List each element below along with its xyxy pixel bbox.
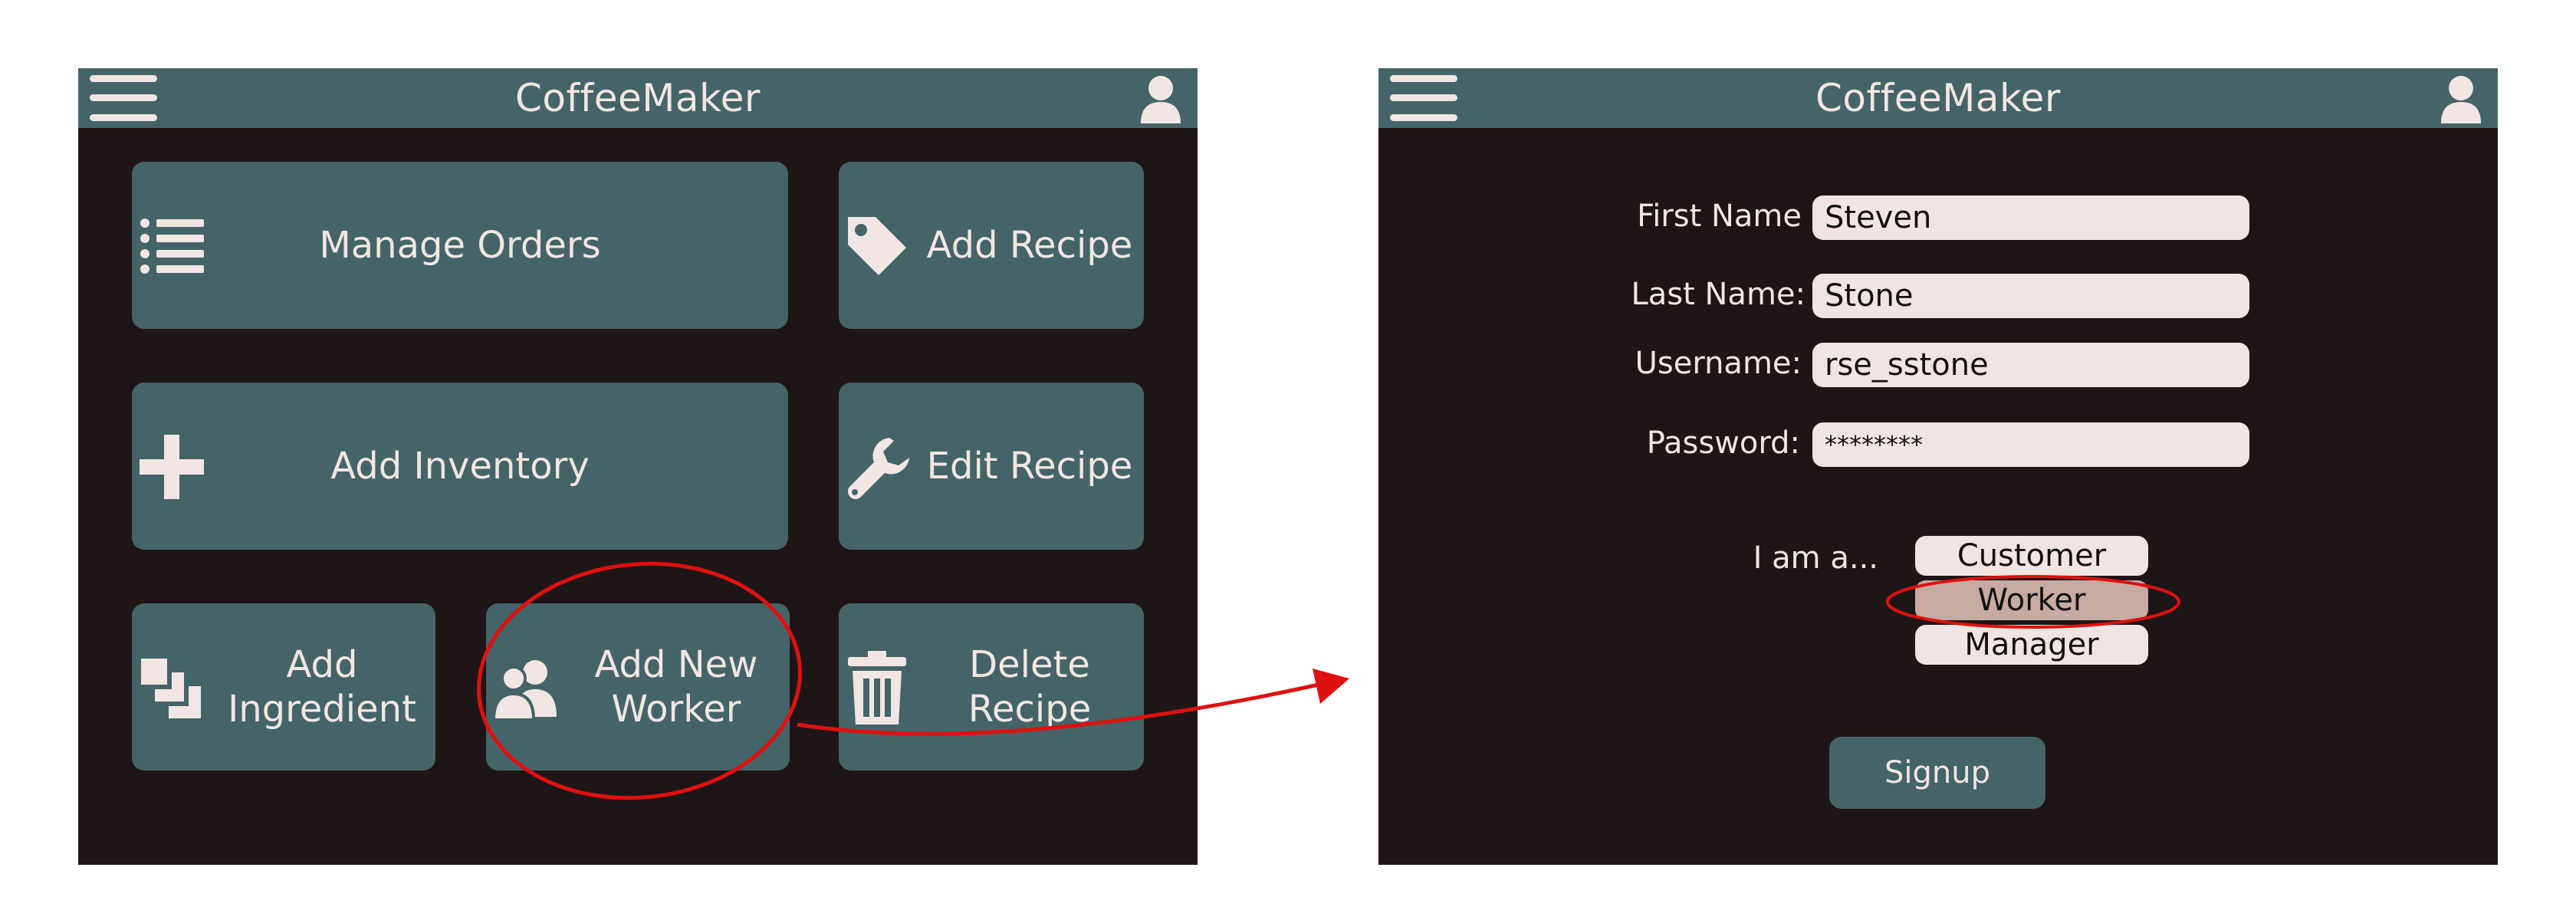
menu-icon[interactable] (1390, 75, 1457, 121)
add-new-worker-label: Add New Worker (594, 643, 758, 731)
wrench-icon (848, 438, 909, 499)
delete-recipe-label: Delete Recipe (968, 643, 1092, 731)
add-ingredient-button[interactable]: Add Ingredient (132, 603, 435, 770)
user-icon[interactable] (1138, 74, 1184, 123)
first-name-label: First Name (1637, 199, 1802, 234)
role-option-customer[interactable]: Customer (1915, 536, 2148, 576)
layers-icon (141, 659, 201, 718)
username-field[interactable] (1812, 343, 2249, 387)
edit-recipe-label: Edit Recipe (926, 445, 1133, 488)
password-label: Password: (1646, 426, 1800, 461)
manage-orders-button[interactable]: Manage Orders (132, 162, 788, 329)
app-title: CoffeeMaker (1815, 76, 2061, 120)
manage-orders-label: Manage Orders (319, 224, 601, 267)
edit-recipe-button[interactable]: Edit Recipe (839, 383, 1144, 550)
trash-icon (848, 651, 906, 724)
password-field[interactable] (1812, 422, 2249, 467)
top-app-bar: CoffeeMaker (78, 68, 1198, 128)
last-name-label: Last Name: (1631, 277, 1806, 312)
add-recipe-label: Add Recipe (926, 224, 1133, 267)
username-label: Username: (1635, 346, 1802, 381)
menu-icon[interactable] (90, 75, 157, 121)
role-option-worker[interactable]: Worker (1915, 580, 2148, 620)
last-name-field[interactable] (1812, 274, 2249, 318)
users-icon (492, 660, 557, 721)
arrowhead-icon (1313, 669, 1349, 704)
plus-icon (140, 435, 204, 499)
add-inventory-button[interactable]: Add Inventory (132, 383, 788, 550)
app-title: CoffeeMaker (514, 76, 761, 120)
signup-screen: CoffeeMaker First Name Last Name: Userna… (1378, 68, 2498, 865)
signup-button[interactable]: Signup (1829, 737, 2045, 809)
delete-recipe-button[interactable]: Delete Recipe (839, 603, 1144, 770)
add-new-worker-button[interactable]: Add New Worker (486, 603, 790, 770)
home-screen: CoffeeMaker Manage Orders Add Recipe (78, 68, 1198, 865)
list-icon (140, 219, 204, 274)
first-name-field[interactable] (1812, 196, 2249, 240)
role-label: I am a... (1753, 540, 1878, 576)
top-app-bar: CoffeeMaker (1378, 68, 2498, 128)
add-recipe-button[interactable]: Add Recipe (839, 162, 1144, 329)
role-option-manager[interactable]: Manager (1915, 625, 2148, 665)
user-icon[interactable] (2438, 74, 2484, 123)
add-inventory-label: Add Inventory (330, 445, 590, 488)
tag-icon (848, 217, 906, 275)
add-ingredient-label: Add Ingredient (228, 643, 416, 731)
